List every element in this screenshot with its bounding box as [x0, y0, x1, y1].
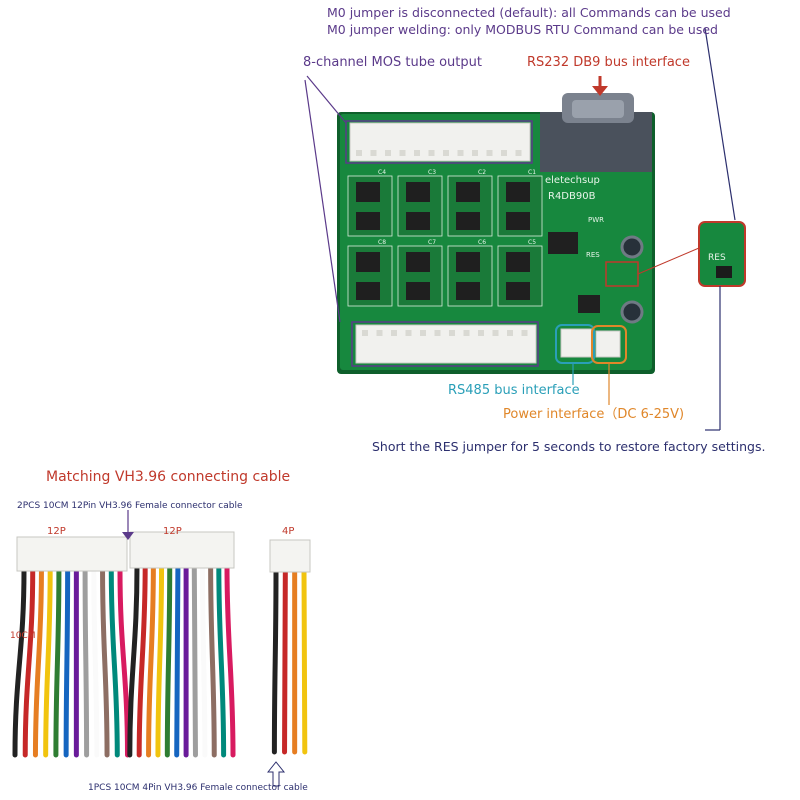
connector-12p-left: [16, 536, 128, 572]
mosfet-module: C3: [397, 169, 443, 237]
mos-output-highlight-bottom: [351, 321, 539, 367]
leader-lines: [304, 27, 736, 431]
model-silkscreen: R4DB90B: [548, 191, 596, 202]
mos-output-highlight: [345, 120, 533, 164]
rs485-label: RS485 bus interface: [448, 383, 580, 398]
mosfet-module: C1: [497, 169, 543, 237]
wires-12p-right: [127, 563, 236, 758]
rs232-label: RS232 DB9 bus interface: [527, 55, 690, 70]
wires-4p: [271, 567, 308, 755]
rs485-connector: [560, 328, 594, 358]
m0-welding-note: M0 jumper welding: only MODBUS RTU Comma…: [327, 22, 718, 37]
connector-4p: [269, 539, 311, 573]
channel-label: C2: [478, 169, 486, 176]
m0-default-note: M0 jumper is disconnected (default): all…: [327, 5, 731, 20]
cable-photo: [12, 510, 311, 787]
bottom-12pin-connector: [355, 324, 537, 364]
res-silkscreen: RES: [586, 251, 600, 259]
mosfet-module: C7: [397, 239, 443, 307]
channel-label: C4: [378, 169, 386, 176]
mosfet-module: C5: [497, 239, 543, 307]
channel-label: C6: [478, 239, 486, 246]
capacitor: [620, 300, 644, 324]
channel-label: C1: [528, 169, 536, 176]
db9-connector: [540, 93, 652, 172]
label-4p: 4P: [282, 526, 295, 537]
label-12p-left: 12P: [47, 526, 66, 537]
channel-label: C7: [428, 239, 436, 246]
channel-label: C8: [378, 239, 386, 246]
res-inset-label: RES: [708, 253, 726, 263]
channel-label: C3: [428, 169, 436, 176]
cable-title: Matching VH3.96 connecting cable: [46, 469, 291, 485]
top-12pin-connector: [349, 122, 531, 162]
res-zoom-inset: RES: [637, 221, 746, 287]
connector-12p-right: [129, 531, 235, 569]
rs485-highlight: [555, 324, 595, 364]
wires-12p-left: [12, 567, 130, 758]
channel-label: C5: [528, 239, 536, 246]
mosfet-module: C6: [447, 239, 493, 307]
capacitor: [620, 235, 644, 259]
mosfet-module: C2: [447, 169, 493, 237]
label-12p-right: 12P: [163, 526, 182, 537]
mosfet-module: C4: [347, 169, 393, 237]
cable-12pin-note: 2PCS 10CM 12Pin VH3.96 Female connector …: [17, 501, 243, 511]
pwr-silkscreen: PWR: [588, 216, 604, 224]
label-length: 10CM: [10, 631, 36, 641]
mos-output-label: 8-channel MOS tube output: [303, 55, 482, 70]
power-connector: [595, 330, 621, 358]
brand-silkscreen: eletechsup: [545, 175, 600, 186]
power-label: Power interface（DC 6-25V): [503, 407, 685, 422]
res-instruction: Short the RES jumper for 5 seconds to re…: [372, 439, 766, 454]
cable-4pin-note: 1PCS 10CM 4Pin VH3.96 Female connector c…: [88, 783, 308, 793]
mosfet-module: C8: [347, 239, 393, 307]
